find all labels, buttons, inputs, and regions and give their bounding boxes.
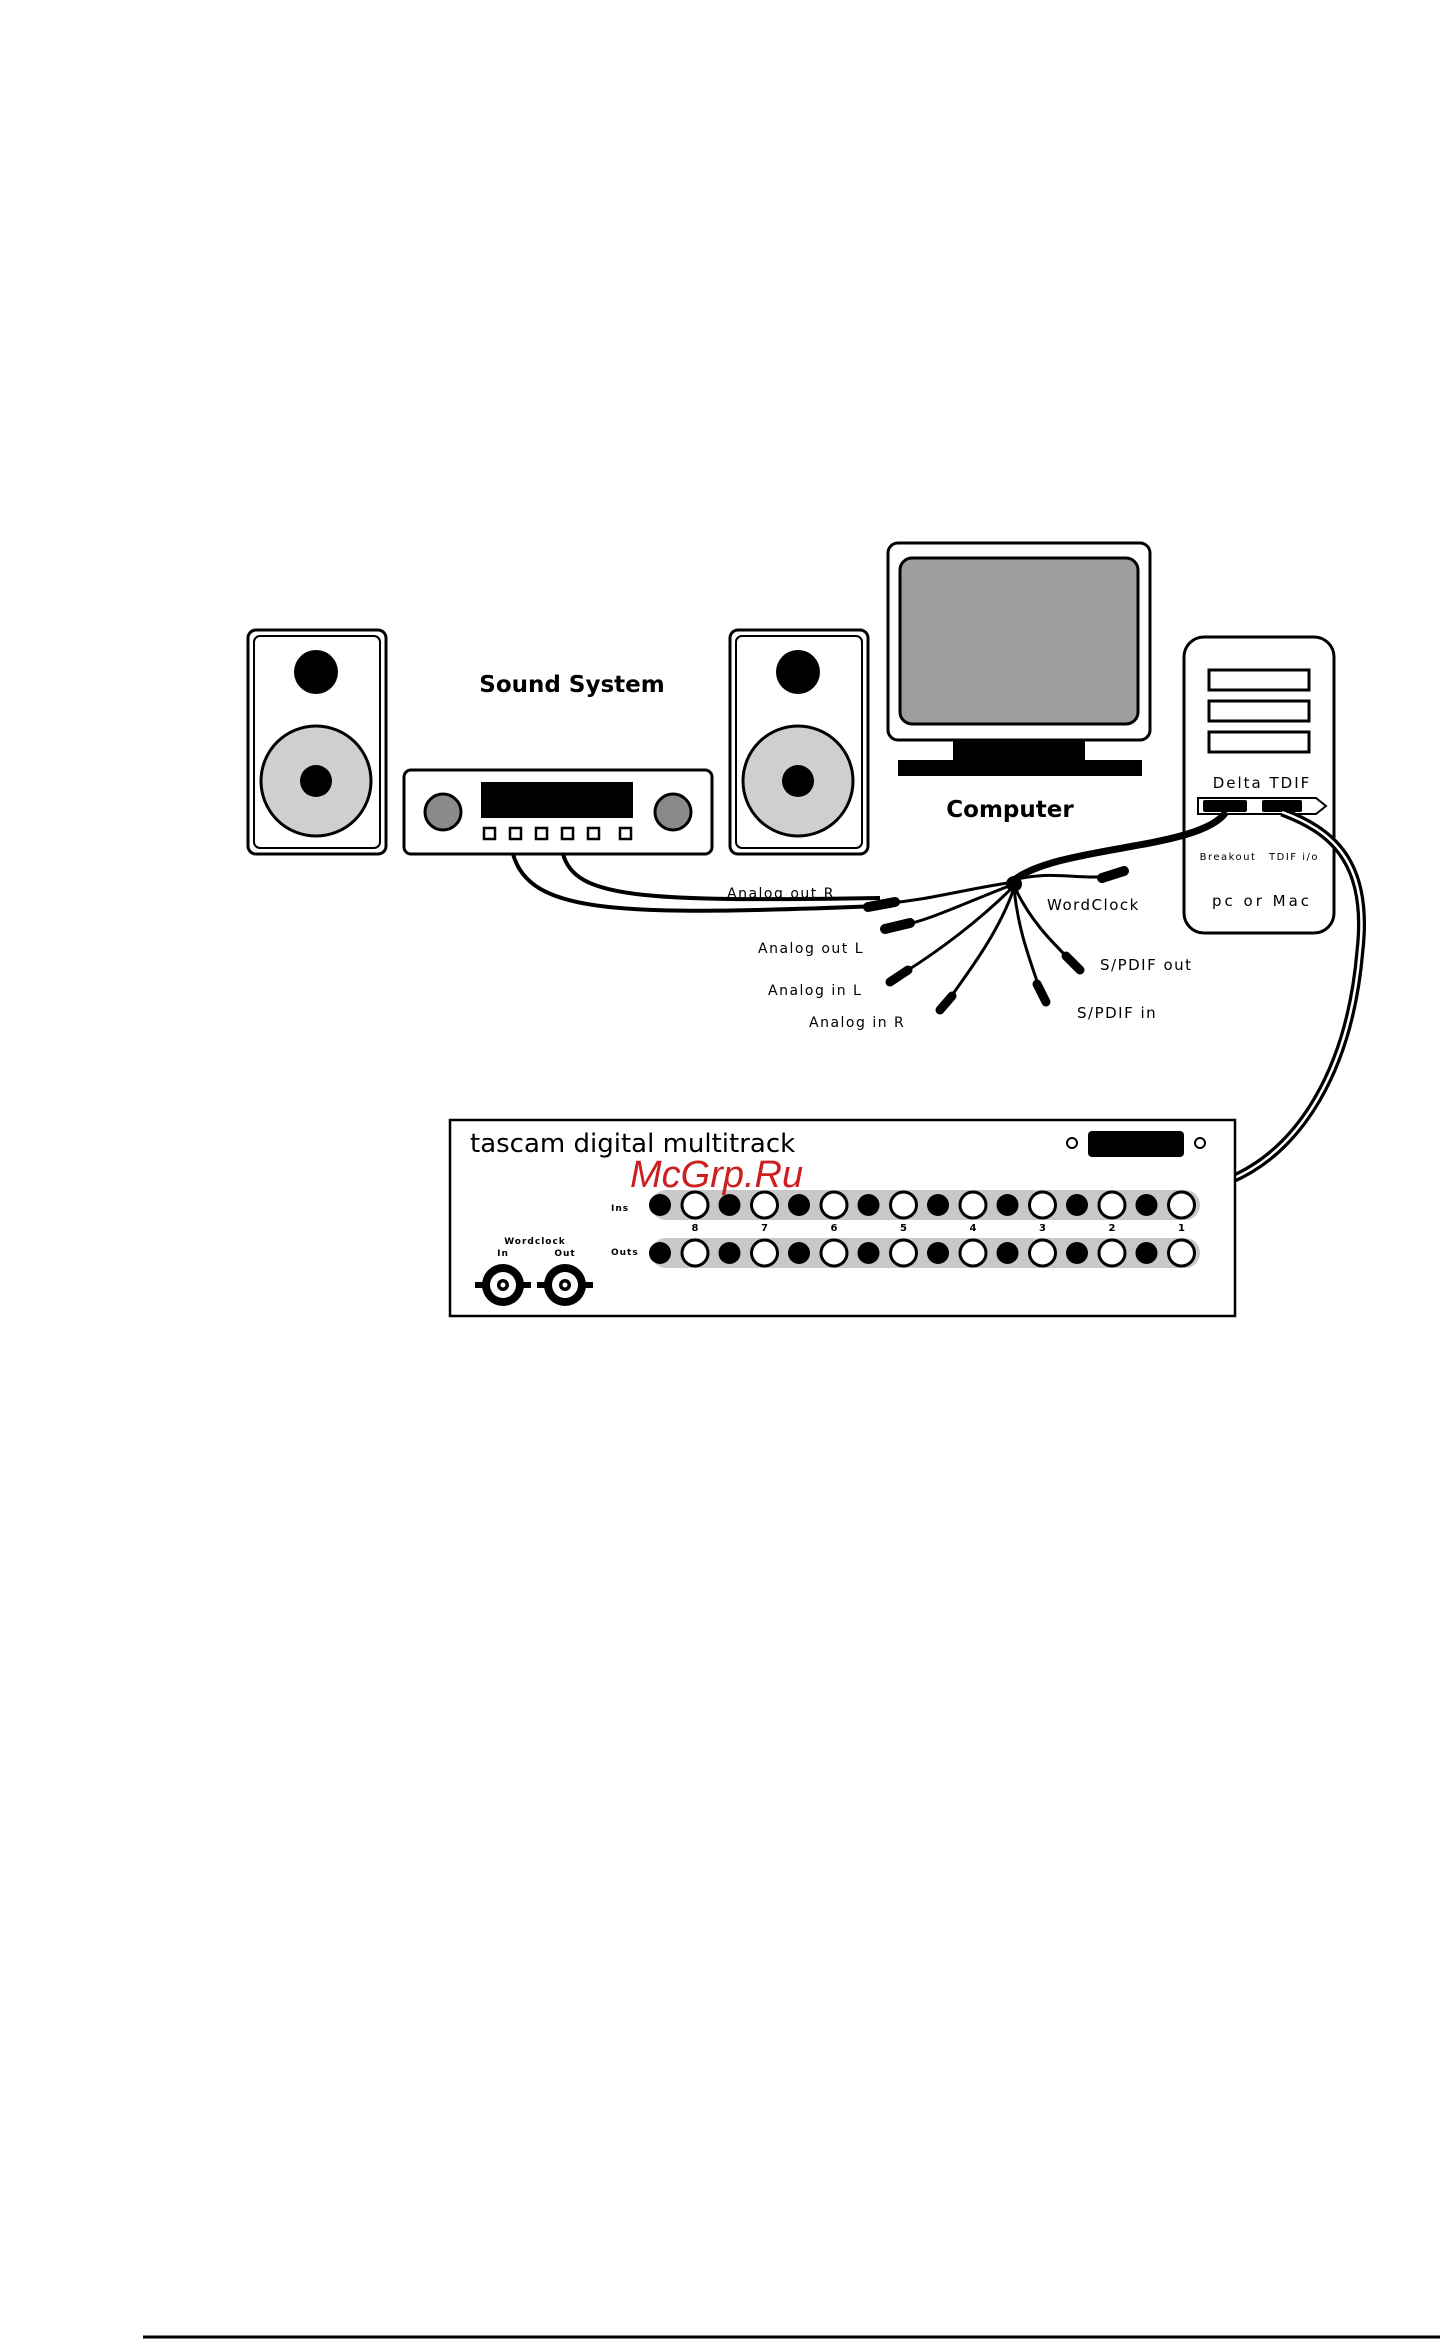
tdif-connector <box>1088 1131 1184 1157</box>
in-jack-ring-1 <box>1169 1192 1195 1218</box>
out-jack-solid-4 <box>927 1242 949 1264</box>
out-jack-ring-4 <box>960 1240 986 1266</box>
spdif-in-label: S/PDIF in <box>1077 1004 1157 1022</box>
channel-number-1: 1 <box>1178 1223 1185 1234</box>
in-jack-solid-6 <box>788 1194 810 1216</box>
wordclock-label: WordClock <box>1047 896 1140 914</box>
in-jack-solid-4 <box>927 1194 949 1216</box>
analog-in-l-label: Analog in L <box>768 983 862 999</box>
in-jack-ring-6 <box>821 1192 847 1218</box>
wordclock-small-label: Wordclock <box>504 1237 566 1247</box>
channel-number-5: 5 <box>900 1223 907 1234</box>
computer-monitor: Computer <box>888 543 1150 823</box>
in-jack-ring-5 <box>891 1192 917 1218</box>
spdif-out-label: S/PDIF out <box>1100 956 1193 974</box>
channel-number-2: 2 <box>1109 1223 1116 1234</box>
out-jack-ring-7 <box>752 1240 778 1266</box>
in-jack-solid-8 <box>649 1194 671 1216</box>
amplifier-cables <box>513 854 880 911</box>
out-jack-solid-8 <box>649 1242 671 1264</box>
analog-out-l-label: Analog out L <box>758 941 864 957</box>
sound-system-amplifier: Sound System <box>404 672 712 854</box>
channel-number-8: 8 <box>692 1223 699 1234</box>
right-speaker <box>730 630 868 854</box>
watermark-text: McGrp.Ru <box>630 1154 803 1196</box>
channel-number-6: 6 <box>831 1223 838 1234</box>
channel-number-7: 7 <box>761 1223 768 1234</box>
in-jack-ring-4 <box>960 1192 986 1218</box>
computer-tower: Delta TDIF Breakout TDIF i/o pc or Mac <box>1184 637 1334 933</box>
breakout-port <box>1203 800 1247 812</box>
out-jack-ring-1 <box>1169 1240 1195 1266</box>
out-jack-ring-2 <box>1099 1240 1125 1266</box>
in-jack-ring-3 <box>1030 1192 1056 1218</box>
delta-tdif-label: Delta TDIF <box>1213 774 1312 792</box>
analog-out-r-label: Analog out R <box>727 886 835 902</box>
out-jack-solid-3 <box>997 1242 1019 1264</box>
out-jack-solid-7 <box>719 1242 741 1264</box>
out-jack-solid-1 <box>1136 1242 1158 1264</box>
wordclock-in-label: In <box>497 1249 509 1259</box>
out-jack-ring-5 <box>891 1240 917 1266</box>
in-jack-solid-1 <box>1136 1194 1158 1216</box>
in-jack-ring-2 <box>1099 1192 1125 1218</box>
analog-in-r-label: Analog in R <box>809 1015 905 1031</box>
pc-or-mac-label: pc or Mac <box>1212 892 1312 910</box>
ins-label: Ins <box>611 1204 629 1214</box>
in-jack-solid-5 <box>858 1194 880 1216</box>
in-jack-solid-2 <box>1066 1194 1088 1216</box>
tdif-port <box>1262 800 1302 812</box>
in-jack-solid-3 <box>997 1194 1019 1216</box>
out-jack-solid-6 <box>788 1242 810 1264</box>
breakout-label: Breakout <box>1200 852 1257 863</box>
computer-label: Computer <box>946 797 1074 823</box>
sound-system-label: Sound System <box>479 672 664 698</box>
out-jack-solid-2 <box>1066 1242 1088 1264</box>
outs-label: Outs <box>611 1248 639 1258</box>
left-speaker <box>248 630 386 854</box>
channel-number-4: 4 <box>970 1223 977 1234</box>
tdif-io-label: TDIF i/o <box>1268 852 1319 863</box>
out-jack-ring-8 <box>682 1240 708 1266</box>
out-jack-ring-3 <box>1030 1240 1056 1266</box>
in-jack-solid-7 <box>719 1194 741 1216</box>
channel-number-3: 3 <box>1039 1223 1046 1234</box>
wordclock-out-label: Out <box>554 1249 575 1259</box>
out-jack-ring-6 <box>821 1240 847 1266</box>
out-jack-solid-5 <box>858 1242 880 1264</box>
